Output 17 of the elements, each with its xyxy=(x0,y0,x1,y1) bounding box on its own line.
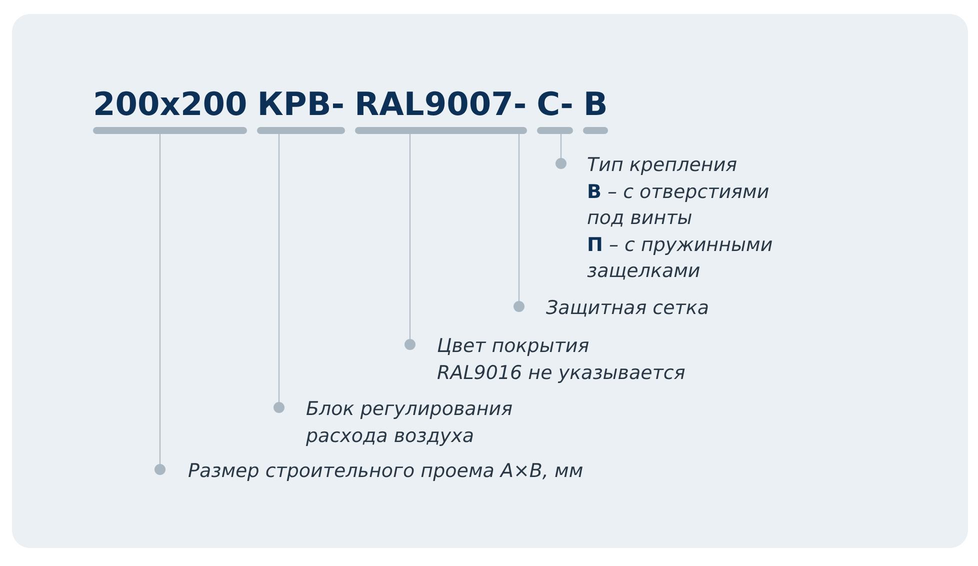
code-part-label: 200x200 xyxy=(93,84,248,124)
leader-line xyxy=(556,134,566,169)
callout-text: Цвет покрытия RAL9016 не указывается xyxy=(437,334,686,386)
callout-text: Защитная сетка xyxy=(546,296,709,321)
leader-line xyxy=(404,134,416,350)
leader-line xyxy=(514,134,524,312)
callout-text: Блок регулирования расхода воздуха xyxy=(306,397,513,448)
leader-line xyxy=(274,134,284,413)
code-part-label: RAL9007- xyxy=(354,84,527,124)
option-text: В – с отверстиями под винты xyxy=(587,180,770,231)
callout-text: Размер строительного проема А×В, мм xyxy=(188,459,584,484)
leader-line xyxy=(154,134,166,475)
option-text: П – с пружинными защелками xyxy=(587,232,773,284)
code-part-label: В xyxy=(583,84,608,124)
code-part-label: КРВ- xyxy=(257,84,345,124)
code-part-label: С- xyxy=(536,84,574,124)
callout-heading: Тип крепления xyxy=(587,153,738,178)
